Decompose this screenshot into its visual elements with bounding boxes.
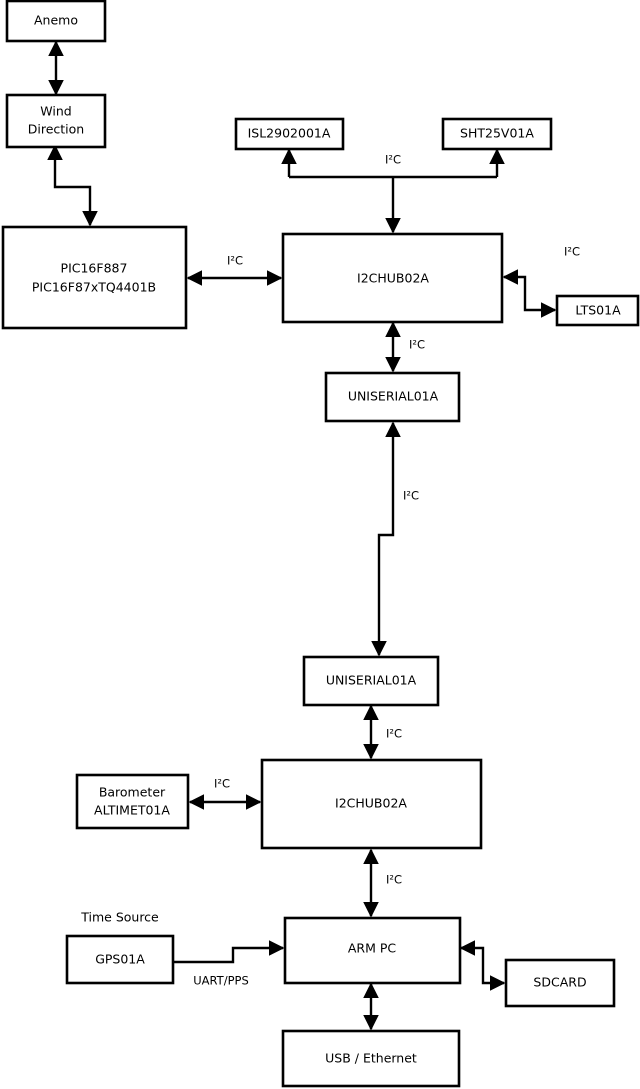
node-box-pic[interactable] — [1, 225, 188, 330]
node-box-isl[interactable] — [234, 117, 345, 151]
node-label-gps: GPS01A — [95, 952, 145, 967]
label-time-source: Time Source — [80, 910, 159, 925]
node-label-wind-line2: Direction — [28, 122, 84, 137]
node-isl[interactable]: ISL2902001A — [234, 117, 345, 151]
node-sdcard[interactable]: SDCARD — [504, 958, 616, 1008]
node-lts[interactable]: LTS01A — [555, 294, 640, 327]
node-label-sdcard: SDCARD — [533, 975, 586, 990]
node-label-i2chub-top: I2CHUB02A — [357, 271, 429, 286]
node-label-barometer-line1: Barometer — [99, 785, 166, 800]
node-box-uniserial-top[interactable] — [324, 371, 461, 423]
node-label-barometer-line2: ALTIMET01A — [94, 803, 170, 818]
node-usb-ethernet[interactable]: USB / Ethernet — [281, 1029, 461, 1088]
node-uniserial-bottom[interactable]: UNISERIAL01A — [302, 655, 440, 707]
node-box-sht[interactable] — [441, 117, 553, 151]
node-label-armpc: ARM PC — [348, 941, 397, 956]
edge-label-hub-uniserial: I²C — [409, 338, 425, 352]
edge-gps-armpc — [174, 940, 285, 964]
node-label-uniserial-top: UNISERIAL01A — [348, 389, 439, 404]
edge-hub-lts — [502, 269, 557, 318]
node-label-isl: ISL2902001A — [248, 126, 331, 141]
node-label-wind-line1: Wind — [40, 104, 71, 119]
node-i2chub-top[interactable]: I2CHUB02A — [281, 232, 504, 324]
node-box-i2chub-bottom[interactable] — [260, 758, 483, 850]
node-sht[interactable]: SHT25V01A — [441, 117, 553, 151]
node-pic[interactable]: PIC16F887 PIC16F87xTQ4401B — [1, 225, 188, 330]
node-armpc[interactable]: ARM PC — [283, 916, 462, 985]
edge-wind-pic — [47, 144, 98, 227]
node-label-anemo: Anemo — [34, 13, 78, 28]
node-uniserial-top[interactable]: UNISERIAL01A — [324, 371, 461, 423]
node-label-pic-line2: PIC16F87xTQ4401B — [32, 280, 156, 295]
node-label-uniserial-bottom: UNISERIAL01A — [326, 673, 417, 688]
node-box-uniserial-bottom[interactable] — [302, 655, 440, 707]
node-anemo[interactable]: Anemo — [5, 0, 107, 43]
node-box-sdcard[interactable] — [504, 958, 616, 1008]
edge-label-uniserial-hub-bot: I²C — [386, 727, 402, 741]
node-label-i2chub-bottom: I2CHUB02A — [335, 796, 407, 811]
node-box-i2chub-top[interactable] — [281, 232, 504, 324]
node-box-anemo[interactable] — [5, 0, 107, 43]
node-box-gps[interactable] — [65, 934, 175, 985]
edge-label-barometer-hub: I²C — [214, 777, 230, 791]
node-barometer[interactable]: Barometer ALTIMET01A — [75, 773, 190, 830]
node-label-pic-line1: PIC16F887 — [61, 261, 128, 276]
node-box-armpc[interactable] — [283, 916, 462, 985]
node-label-lts: LTS01A — [575, 303, 621, 318]
node-box-wind-direction[interactable] — [5, 93, 107, 149]
edge-armpc-sdcard — [459, 940, 506, 991]
edge-label-uniserial-link: I²C — [403, 489, 419, 503]
node-box-barometer[interactable] — [75, 773, 190, 830]
edge-label-sensors-bus: I²C — [385, 153, 401, 167]
edge-uniserial-link — [371, 421, 401, 657]
edge-label-gps-armpc: UART/PPS — [193, 974, 249, 988]
node-box-lts[interactable] — [555, 294, 640, 327]
node-gps[interactable]: GPS01A — [65, 934, 175, 985]
node-i2chub-bottom[interactable]: I2CHUB02A — [260, 758, 483, 850]
node-box-usb-ethernet[interactable] — [281, 1029, 461, 1088]
node-label-sht: SHT25V01A — [460, 126, 534, 141]
node-wind-direction[interactable]: Wind Direction — [5, 93, 107, 149]
edge-label-hub-lts: I²C — [564, 245, 580, 259]
edge-label-pic-hub: I²C — [227, 254, 243, 268]
edge-label-hub-armpc: I²C — [386, 873, 402, 887]
node-label-usb-ethernet: USB / Ethernet — [325, 1051, 417, 1066]
